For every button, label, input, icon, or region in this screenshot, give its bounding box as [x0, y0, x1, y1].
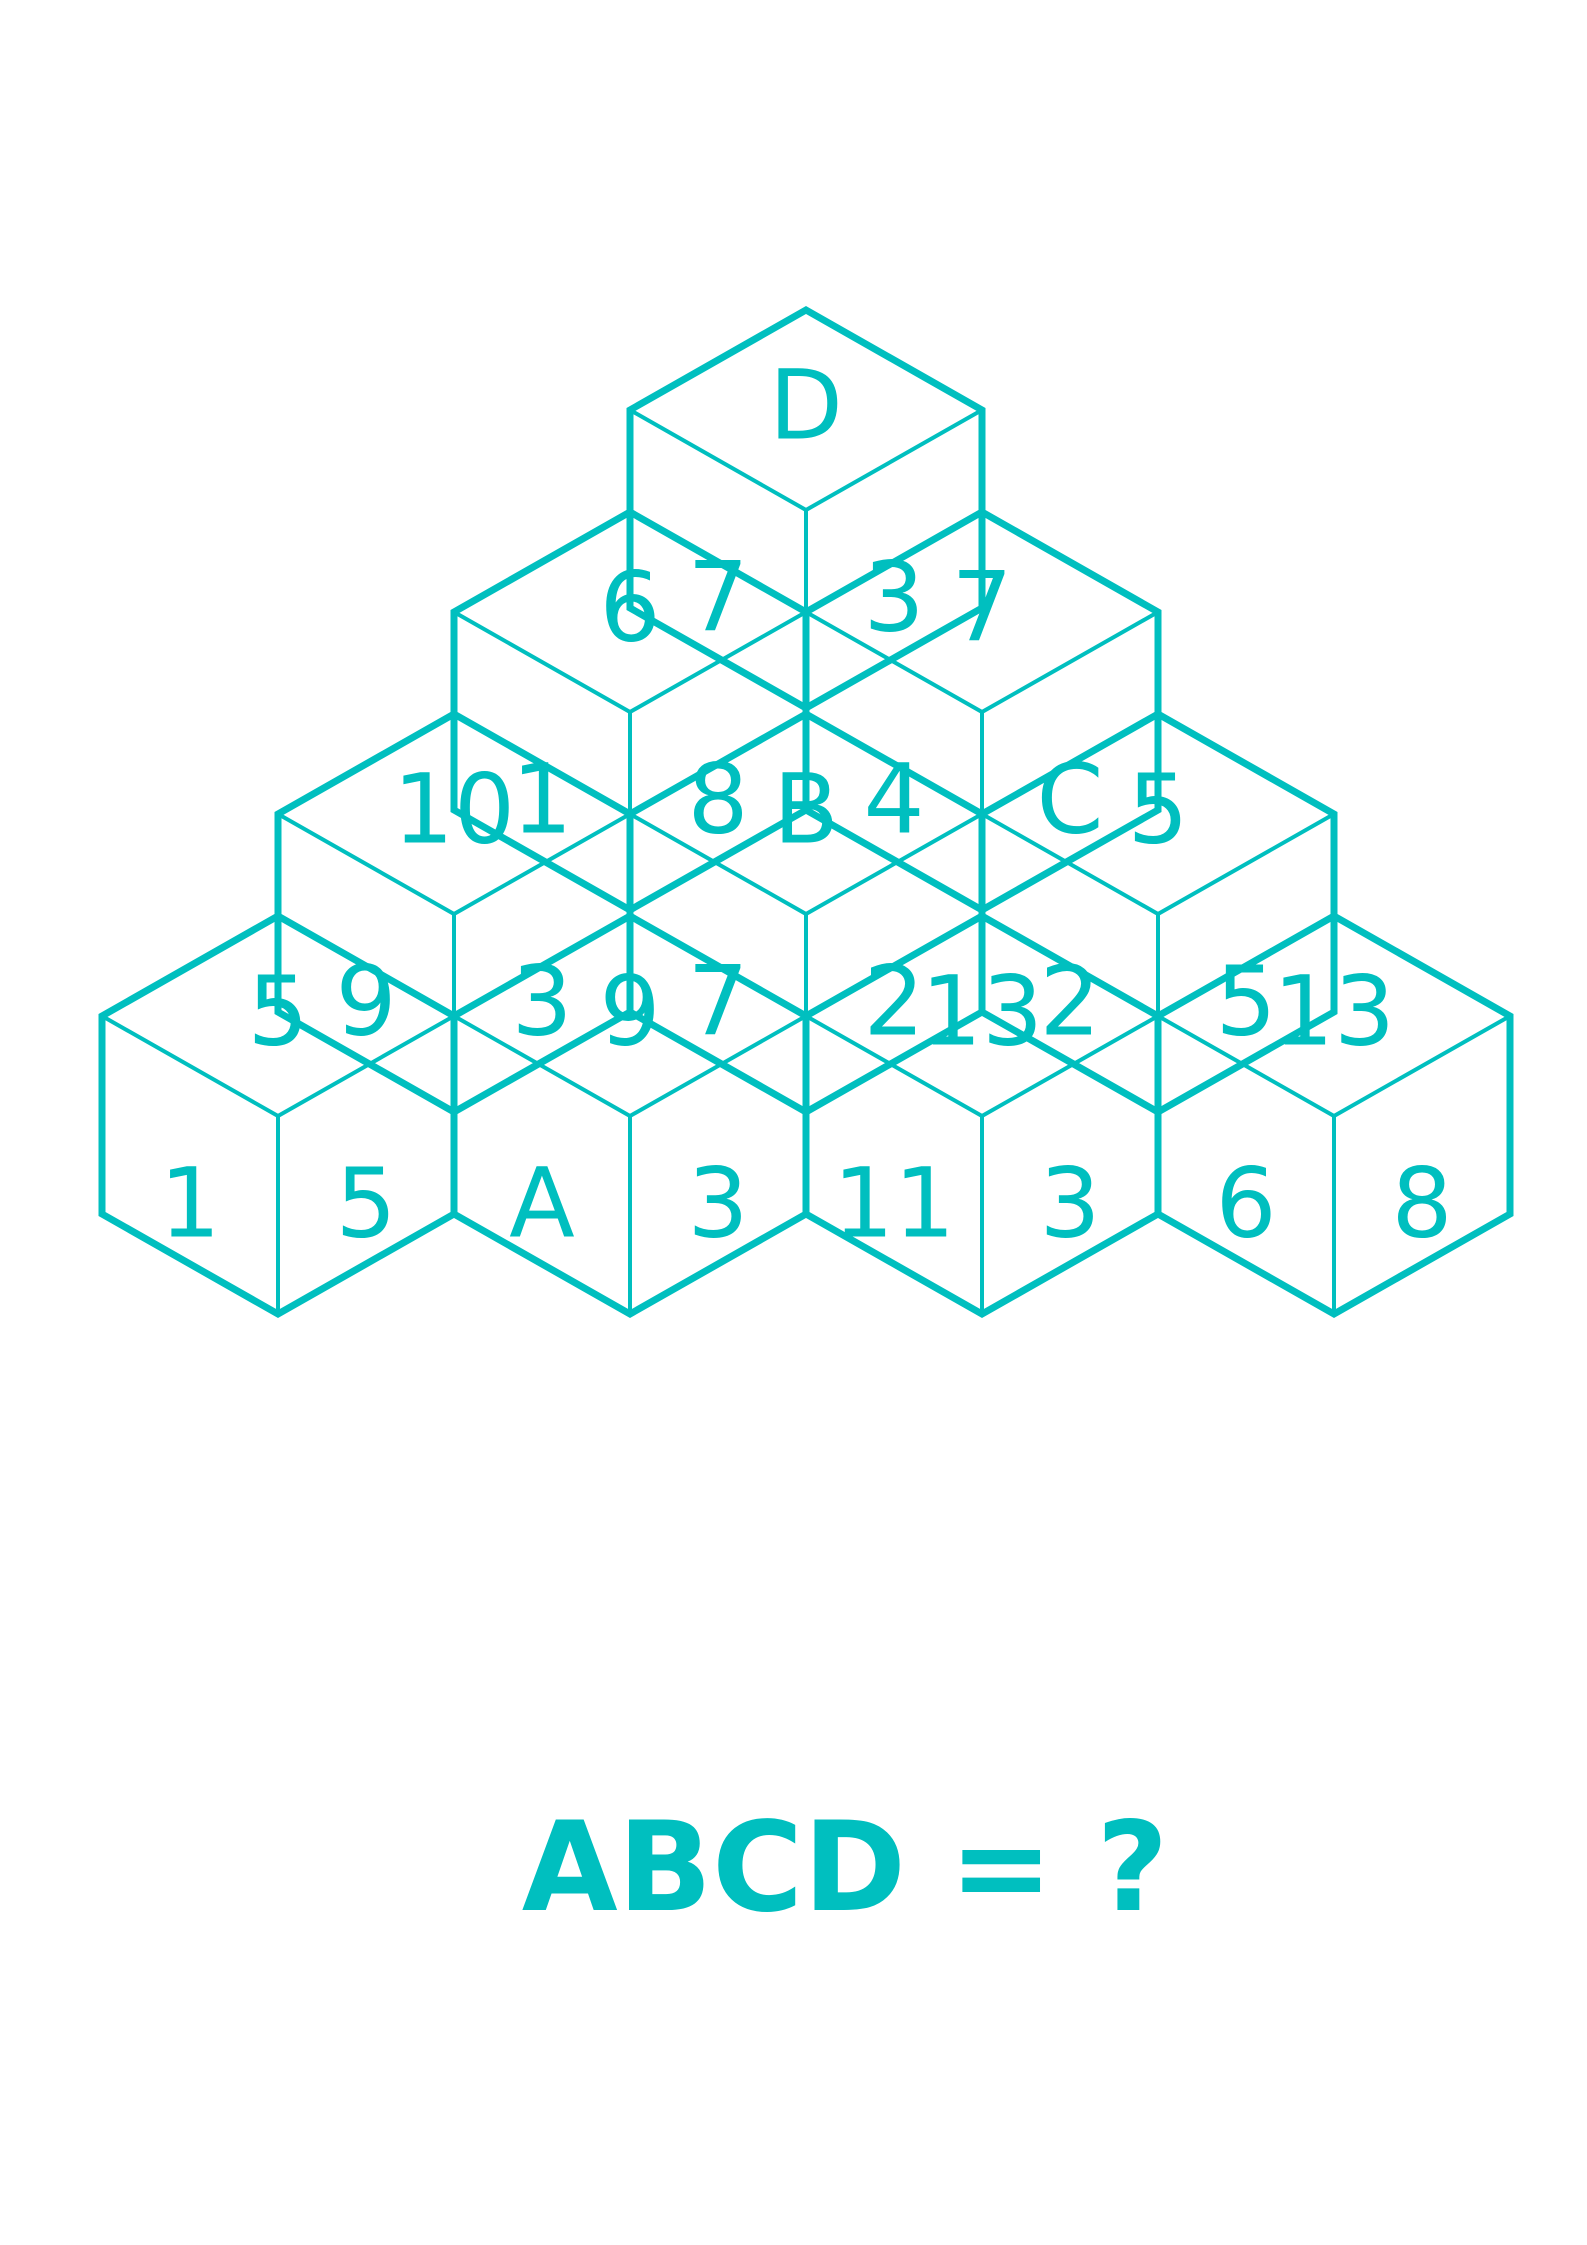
cube-edge — [628, 812, 808, 916]
cube-edge — [452, 812, 632, 916]
cube-top-label: 13 — [1273, 955, 1395, 1067]
cube-edge — [628, 1014, 808, 1118]
cube-edge — [804, 408, 984, 512]
cube-left-label: 6 — [1215, 1147, 1276, 1259]
cube: 13 11 3 — [802, 911, 1162, 1319]
cube-top-label: 5 — [1127, 753, 1188, 865]
cube-edge — [276, 1014, 456, 1118]
cube-top-label: D — [769, 349, 843, 461]
cube-edge — [452, 610, 632, 714]
cube-edge — [1156, 812, 1336, 916]
cube-edge — [1332, 1014, 1512, 1118]
cube-top-label: 7 — [951, 551, 1012, 663]
cube-top-label: B — [773, 753, 839, 865]
question-text: ABCD = ? — [522, 1796, 1169, 1940]
cube-right-label: 5 — [335, 1147, 396, 1259]
cube-edge — [804, 812, 984, 916]
cube-right-label: 3 — [1039, 1147, 1100, 1259]
cube-edge — [100, 1014, 280, 1118]
cube-edge — [980, 610, 1160, 714]
cube-left-label: 1 — [159, 1147, 220, 1259]
cube: 13 6 8 — [1154, 911, 1514, 1319]
cube-edge — [628, 610, 808, 714]
cube-edge — [1156, 1014, 1336, 1118]
cube-top-label: 6 — [599, 551, 660, 663]
cube-right-label: 3 — [687, 1147, 748, 1259]
cube-edge — [628, 408, 808, 512]
cube-edge — [276, 812, 456, 916]
cube-edge — [452, 1014, 632, 1118]
cube-top-label: 13 — [921, 955, 1043, 1067]
cube-top-label: 10 — [393, 753, 515, 865]
cube-edge — [804, 610, 984, 714]
cube-edge — [804, 1014, 984, 1118]
cube-edge — [980, 1014, 1160, 1118]
cube-right-label: 8 — [1391, 1147, 1452, 1259]
cube-edge — [980, 812, 1160, 916]
cube-top-label: 9 — [599, 955, 660, 1067]
cube-top-label: 5 — [247, 955, 308, 1067]
cube-left-label: A — [509, 1147, 575, 1259]
cube-left-label: 11 — [833, 1147, 955, 1259]
